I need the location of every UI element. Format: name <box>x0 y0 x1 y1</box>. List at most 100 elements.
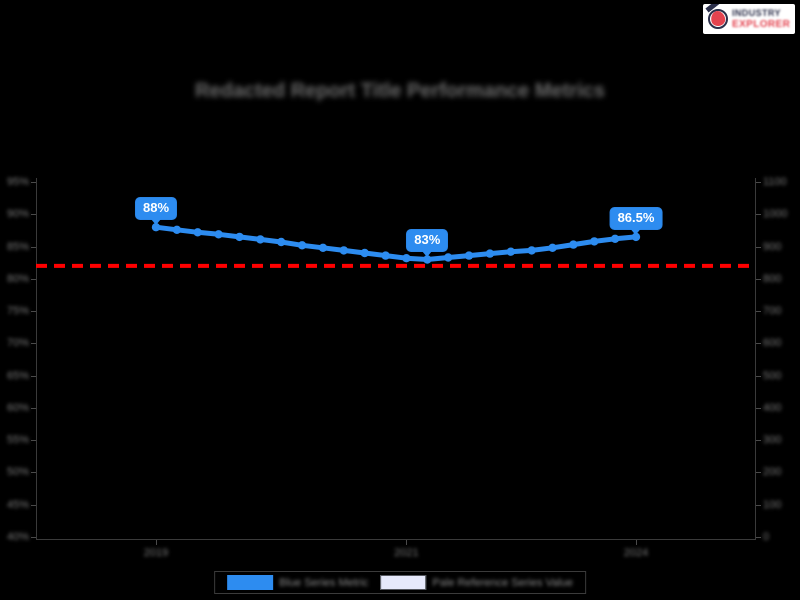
x-tick-0 <box>156 540 157 545</box>
y-tick-label-left-11: 40% <box>6 531 29 543</box>
y-tick-right-4 <box>756 311 761 313</box>
y-tick-label-left-10: 45% <box>6 498 29 511</box>
y-tick-label-left-5: 70% <box>6 337 29 350</box>
series-marker-0 <box>151 223 161 232</box>
y-tick-left-6 <box>31 375 36 377</box>
y-tick-right-2 <box>756 246 761 248</box>
y-tick-left-9 <box>31 472 36 474</box>
data-callout-0: 88% <box>134 197 178 225</box>
y-tick-label-left-7: 60% <box>6 401 29 414</box>
series-marker-15 <box>464 251 474 260</box>
data-callout-1: 83% <box>406 229 449 257</box>
y-tick-right-11 <box>756 537 761 538</box>
series-marker-7 <box>297 241 307 250</box>
series-marker-16 <box>485 249 495 258</box>
series-marker-20 <box>569 240 578 249</box>
series-marker-1 <box>172 225 182 234</box>
y-tick-left-8 <box>31 440 36 442</box>
series-marker-6 <box>277 237 286 247</box>
y-tick-left-4 <box>31 311 36 313</box>
series-marker-14 <box>444 253 453 262</box>
y-tick-left-5 <box>31 343 36 345</box>
series-marker-18 <box>527 246 536 255</box>
y-tick-label-left-4: 75% <box>6 305 29 318</box>
y-tick-right-6 <box>756 375 761 377</box>
y-tick-label-left-2: 85% <box>6 240 29 253</box>
x-tick-2 <box>636 540 637 545</box>
legend-label-0: Blue Series Metric <box>279 576 369 589</box>
logo-text: INDUSTRY EXPLORER <box>732 7 791 30</box>
y-tick-left-0 <box>31 182 36 183</box>
y-tick-right-7 <box>756 407 761 409</box>
legend-label-1: Pale Reference Series Value <box>432 576 573 589</box>
y-tick-right-3 <box>756 278 761 280</box>
y-tick-label-right-11: 0 <box>763 531 770 543</box>
x-tick-label-1: 2021 <box>394 547 419 559</box>
y-tick-label-right-0: 1100 <box>763 176 787 188</box>
y-tick-label-left-0: 95% <box>6 176 29 188</box>
series-marker-10 <box>360 248 369 258</box>
y-tick-right-9 <box>756 472 761 474</box>
y-tick-left-3 <box>31 278 36 280</box>
legend-swatch-blue <box>227 575 274 590</box>
y-tick-label-right-3: 800 <box>763 272 782 285</box>
y-tick-label-right-1: 1000 <box>763 208 788 221</box>
logo-line-1: INDUSTRY <box>732 7 781 18</box>
y-tick-left-7 <box>31 407 36 409</box>
series-line-blue <box>153 224 639 262</box>
series-marker-13 <box>423 255 432 264</box>
y-tick-left-11 <box>31 537 36 538</box>
y-tick-label-right-5: 600 <box>763 337 782 350</box>
y-tick-label-left-6: 65% <box>6 369 29 382</box>
plot-area: 95% 90% 85% 80% 75% 70% 65% 60% 55% 50% 45% 40% 110… <box>7 176 788 559</box>
series-marker-22 <box>610 234 620 243</box>
legend-item-1[interactable]: Pale Reference Series Value <box>374 575 578 590</box>
series-marker-3 <box>214 230 223 239</box>
y-tick-label-left-8: 55% <box>6 434 29 447</box>
legend-swatch-pale <box>380 575 427 590</box>
legend-item-0[interactable]: Blue Series Metric <box>221 575 374 590</box>
series-layer <box>36 223 756 268</box>
series-marker-9 <box>339 246 348 255</box>
y-tick-label-left-3: 80% <box>6 272 29 285</box>
y-tick-right-10 <box>756 504 761 506</box>
chart-legend: Blue Series Metric Pale Reference Series… <box>214 571 586 594</box>
logo-line-2: EXPLORER <box>732 18 791 30</box>
y-tick-label-right-10: 100 <box>763 498 782 511</box>
y-tick-label-left-1: 90% <box>6 208 29 221</box>
y-tick-left-2 <box>31 246 36 248</box>
data-callout-2: 86.5% <box>609 206 663 235</box>
x-tick-label-2: 2024 <box>623 547 649 559</box>
y-tick-right-8 <box>756 440 761 442</box>
y-tick-label-right-9: 200 <box>763 466 782 479</box>
y-tick-right-1 <box>756 214 761 216</box>
y-tick-label-right-8: 300 <box>763 434 782 447</box>
y-axis-right <box>755 178 756 540</box>
brand-logo: INDUSTRY EXPLORER <box>703 4 795 34</box>
series-marker-21 <box>590 237 599 246</box>
series-marker-2 <box>193 228 202 237</box>
y-tick-label-right-2: 900 <box>763 240 782 253</box>
x-tick-1 <box>406 540 408 545</box>
series-marker-19 <box>548 243 557 252</box>
y-tick-label-right-4: 700 <box>763 305 782 318</box>
chart-title: Redacted Report Title Performance Metric… <box>195 80 605 102</box>
y-tick-left-10 <box>31 504 36 506</box>
x-axis <box>36 539 756 540</box>
y-axis-left <box>36 178 37 540</box>
y-tick-right-5 <box>756 343 761 345</box>
droplet-circle-icon <box>705 4 730 31</box>
y-tick-label-right-7: 400 <box>763 401 782 414</box>
series-marker-23 <box>631 232 641 242</box>
y-tick-label-left-9: 50% <box>6 466 29 479</box>
series-marker-5 <box>256 235 265 244</box>
series-marker-17 <box>506 247 515 256</box>
y-tick-right-0 <box>756 182 761 183</box>
x-tick-label-0: 2019 <box>143 547 169 559</box>
series-marker-11 <box>381 251 390 260</box>
series-marker-12 <box>402 254 411 263</box>
series-marker-8 <box>318 243 328 252</box>
series-marker-4 <box>235 232 244 242</box>
y-tick-label-right-6: 500 <box>763 369 782 382</box>
